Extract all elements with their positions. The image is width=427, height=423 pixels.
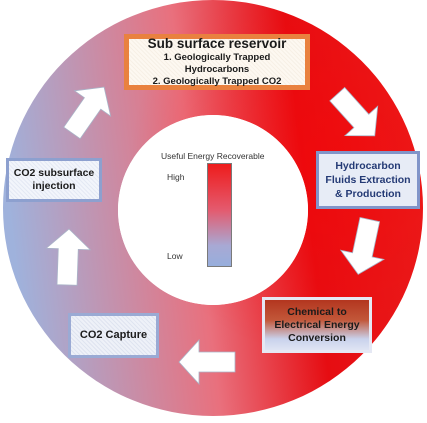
subsurface-reservoir-box: Sub surface reservoir 1. Geologically Tr…: [124, 34, 310, 90]
arrow-left-upper: [63, 86, 112, 140]
extraction-line: & Production: [335, 188, 401, 200]
hydrocarbon-extraction-box: Hydrocarbon Fluids Extraction & Producti…: [316, 151, 420, 209]
energy-gradient-bar: [207, 163, 232, 267]
capture-label: CO2 Capture: [79, 329, 148, 341]
injection-line: CO2 subsurface: [13, 167, 95, 179]
conversion-line: Conversion: [288, 331, 346, 344]
injection-line: injection: [32, 180, 76, 192]
arrow-right: [339, 217, 385, 275]
arrow-top-right: [329, 86, 379, 137]
extraction-line: Fluids Extraction: [325, 174, 411, 186]
conversion-line: Chemical to: [287, 305, 347, 318]
extraction-line: Hydrocarbon: [335, 160, 401, 172]
conversion-line: Electrical Energy: [274, 318, 360, 331]
reservoir-item-co2: 2. Geologically Trapped CO2: [152, 76, 282, 87]
legend-title: Useful Energy Recoverable: [161, 151, 265, 161]
arrow-left-lower: [45, 228, 92, 286]
legend-high-label: High: [167, 172, 185, 182]
reservoir-title: Sub surface reservoir: [147, 36, 287, 51]
co2-injection-box: CO2 subsurface injection: [6, 158, 102, 202]
arrow-bottom: [178, 338, 236, 386]
reservoir-item-hydrocarbons: 1. Geologically Trapped Hydrocarbons: [163, 52, 271, 75]
legend-low-label: Low: [167, 251, 183, 261]
co2-capture-box: CO2 Capture: [68, 313, 159, 358]
energy-conversion-box: Chemical to Electrical Energy Conversion: [262, 297, 372, 353]
